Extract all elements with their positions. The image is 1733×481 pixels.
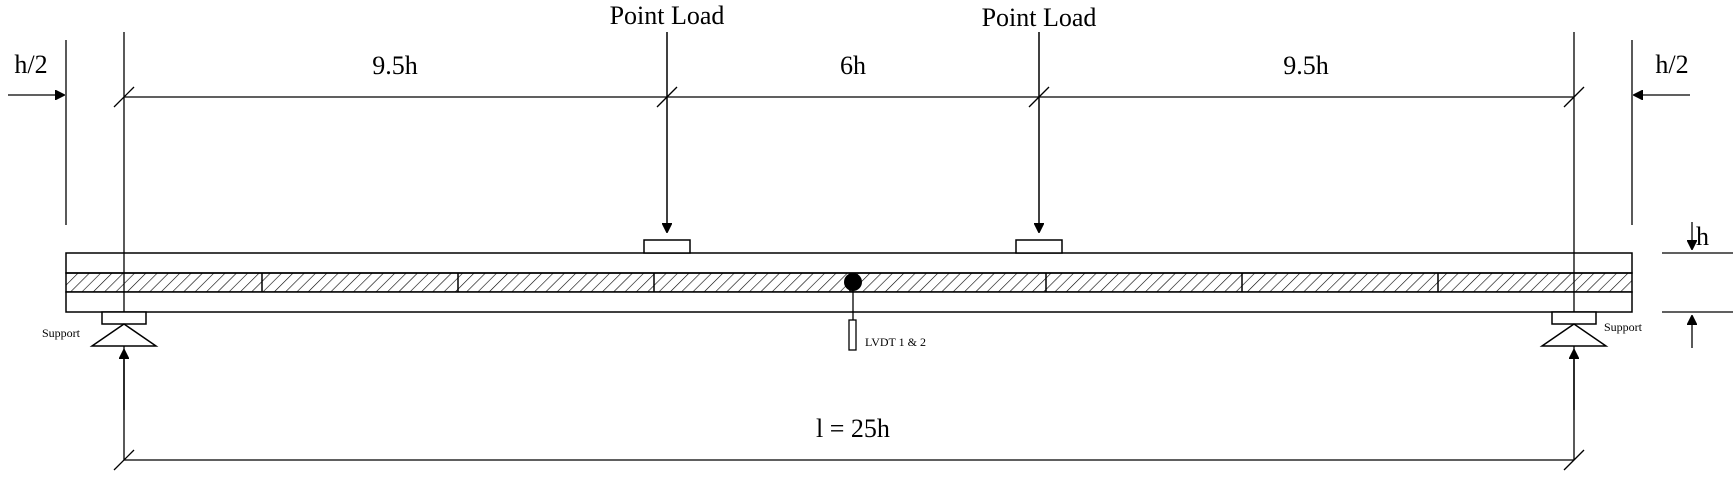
support-right-label: Support [1604,320,1643,334]
depth-label: h [1696,222,1709,251]
beam-top-layer [65,252,1633,274]
overhang-left-label: h/2 [14,50,47,79]
load-plate-left [643,239,691,254]
point-load-left [643,32,691,254]
tick-left-support [113,86,135,108]
overhang-right-label: h/2 [1655,50,1688,79]
lvdt-sensor [844,273,862,351]
lvdt-body [848,319,857,351]
point-load-right-label: Point Load [982,3,1097,32]
support-left [89,311,159,410]
support-extension-lines [123,32,1575,460]
tick-right-support [1563,86,1585,108]
dim-middle-span-label: 6h [840,51,866,80]
point-load-left-label: Point Load [610,1,725,30]
load-plate-right [1015,239,1063,254]
lvdt-label: LVDT 1 & 2 [865,335,926,349]
dim-left-span-label: 9.5h [372,51,418,80]
top-dimension-line [113,86,1585,108]
overhang-extension-lines [65,40,1633,225]
point-load-right [1015,32,1063,254]
support-left-label: Support [42,326,81,340]
bottom-dimension-line [113,449,1585,471]
dim-right-span-label: 9.5h [1283,51,1329,80]
beam-bottom-layer [65,291,1633,313]
total-span-label: l = 25h [816,414,890,443]
support-right [1539,311,1609,410]
depth-dimension [1662,222,1733,348]
